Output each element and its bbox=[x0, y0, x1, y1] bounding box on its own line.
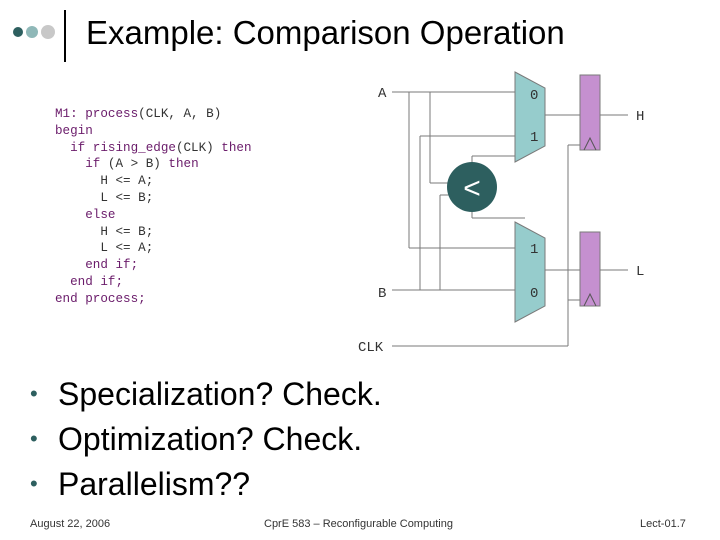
code-keyword: else bbox=[85, 207, 116, 222]
code-keyword: end if; bbox=[70, 274, 124, 289]
code-text: (CLK, A, B) bbox=[138, 107, 222, 121]
code-line: L <= B; bbox=[55, 190, 252, 207]
code-line: H <= A; bbox=[55, 173, 252, 190]
code-line: H <= B; bbox=[55, 224, 252, 241]
code-line: if rising_edge(CLK) then bbox=[55, 140, 252, 157]
mux-top-input-1: 1 bbox=[530, 130, 538, 146]
clock-edge-icon bbox=[583, 292, 597, 307]
label-output-l: L bbox=[636, 264, 644, 280]
label-input-a: A bbox=[378, 86, 387, 102]
vhdl-code-block: M1: process(CLK, A, B)begin if rising_ed… bbox=[55, 106, 252, 308]
code-text: L <= B; bbox=[100, 190, 154, 205]
bullet-item: • Optimization? Check. bbox=[30, 417, 382, 462]
code-keyword: end if; bbox=[85, 258, 139, 273]
bullet-text: Specialization? Check. bbox=[58, 376, 382, 412]
code-keyword: if bbox=[85, 157, 101, 172]
code-line: M1: process(CLK, A, B) bbox=[55, 106, 252, 123]
code-line: end if; bbox=[55, 257, 252, 274]
bullet-item: • Specialization? Check. bbox=[30, 372, 382, 417]
mux-bottom-input-0: 0 bbox=[530, 286, 538, 302]
code-line: else bbox=[55, 207, 252, 224]
code-keyword: end process; bbox=[55, 291, 146, 306]
code-text: H <= A; bbox=[100, 174, 154, 189]
mux-bottom bbox=[514, 221, 546, 323]
title-divider bbox=[64, 10, 66, 62]
bullet-list: • Specialization? Check. • Optimization? C… bbox=[30, 372, 382, 507]
code-line: begin bbox=[55, 123, 252, 140]
code-line: end process; bbox=[55, 291, 252, 308]
decorative-dots-icon bbox=[13, 25, 55, 39]
label-clock: CLK bbox=[358, 340, 384, 356]
bullet-icon: • bbox=[30, 381, 38, 407]
code-line: L <= A; bbox=[55, 240, 252, 257]
register-h bbox=[579, 74, 601, 151]
code-text: (CLK) bbox=[175, 140, 222, 155]
clock-edge-icon bbox=[583, 136, 597, 151]
comparator-symbol: < bbox=[463, 172, 481, 205]
mux-bottom-input-1: 1 bbox=[530, 242, 538, 258]
code-keyword: if rising_edge bbox=[70, 140, 176, 155]
code-text: L <= A; bbox=[100, 241, 154, 256]
bullet-icon: • bbox=[30, 426, 38, 452]
bullet-item: • Parallelism?? bbox=[30, 462, 382, 507]
slide-title: Example: Comparison Operation bbox=[86, 14, 565, 51]
footer-lecture: Lect-01.7 bbox=[640, 518, 686, 530]
mux-top bbox=[514, 71, 546, 163]
comparator bbox=[447, 162, 497, 212]
code-line: end if; bbox=[55, 274, 252, 291]
code-keyword: begin bbox=[55, 123, 93, 138]
footer-course: CprE 583 – Reconfigurable Computing bbox=[264, 518, 453, 530]
code-keyword: then bbox=[221, 140, 252, 155]
code-line: if (A > B) then bbox=[55, 156, 252, 173]
code-text: H <= B; bbox=[100, 224, 154, 239]
code-text: (A > B) bbox=[100, 157, 169, 172]
register-l bbox=[579, 231, 601, 307]
code-keyword: then bbox=[168, 157, 199, 172]
bullet-text: Parallelism?? bbox=[58, 466, 251, 502]
mux-top-input-0: 0 bbox=[530, 88, 538, 104]
label-input-b: B bbox=[378, 286, 386, 302]
bullet-text: Optimization? Check. bbox=[58, 421, 363, 457]
footer-date: August 22, 2006 bbox=[30, 518, 111, 530]
bullet-icon: • bbox=[30, 471, 38, 497]
code-keyword: M1: process bbox=[55, 107, 139, 121]
label-output-h: H bbox=[636, 109, 644, 125]
